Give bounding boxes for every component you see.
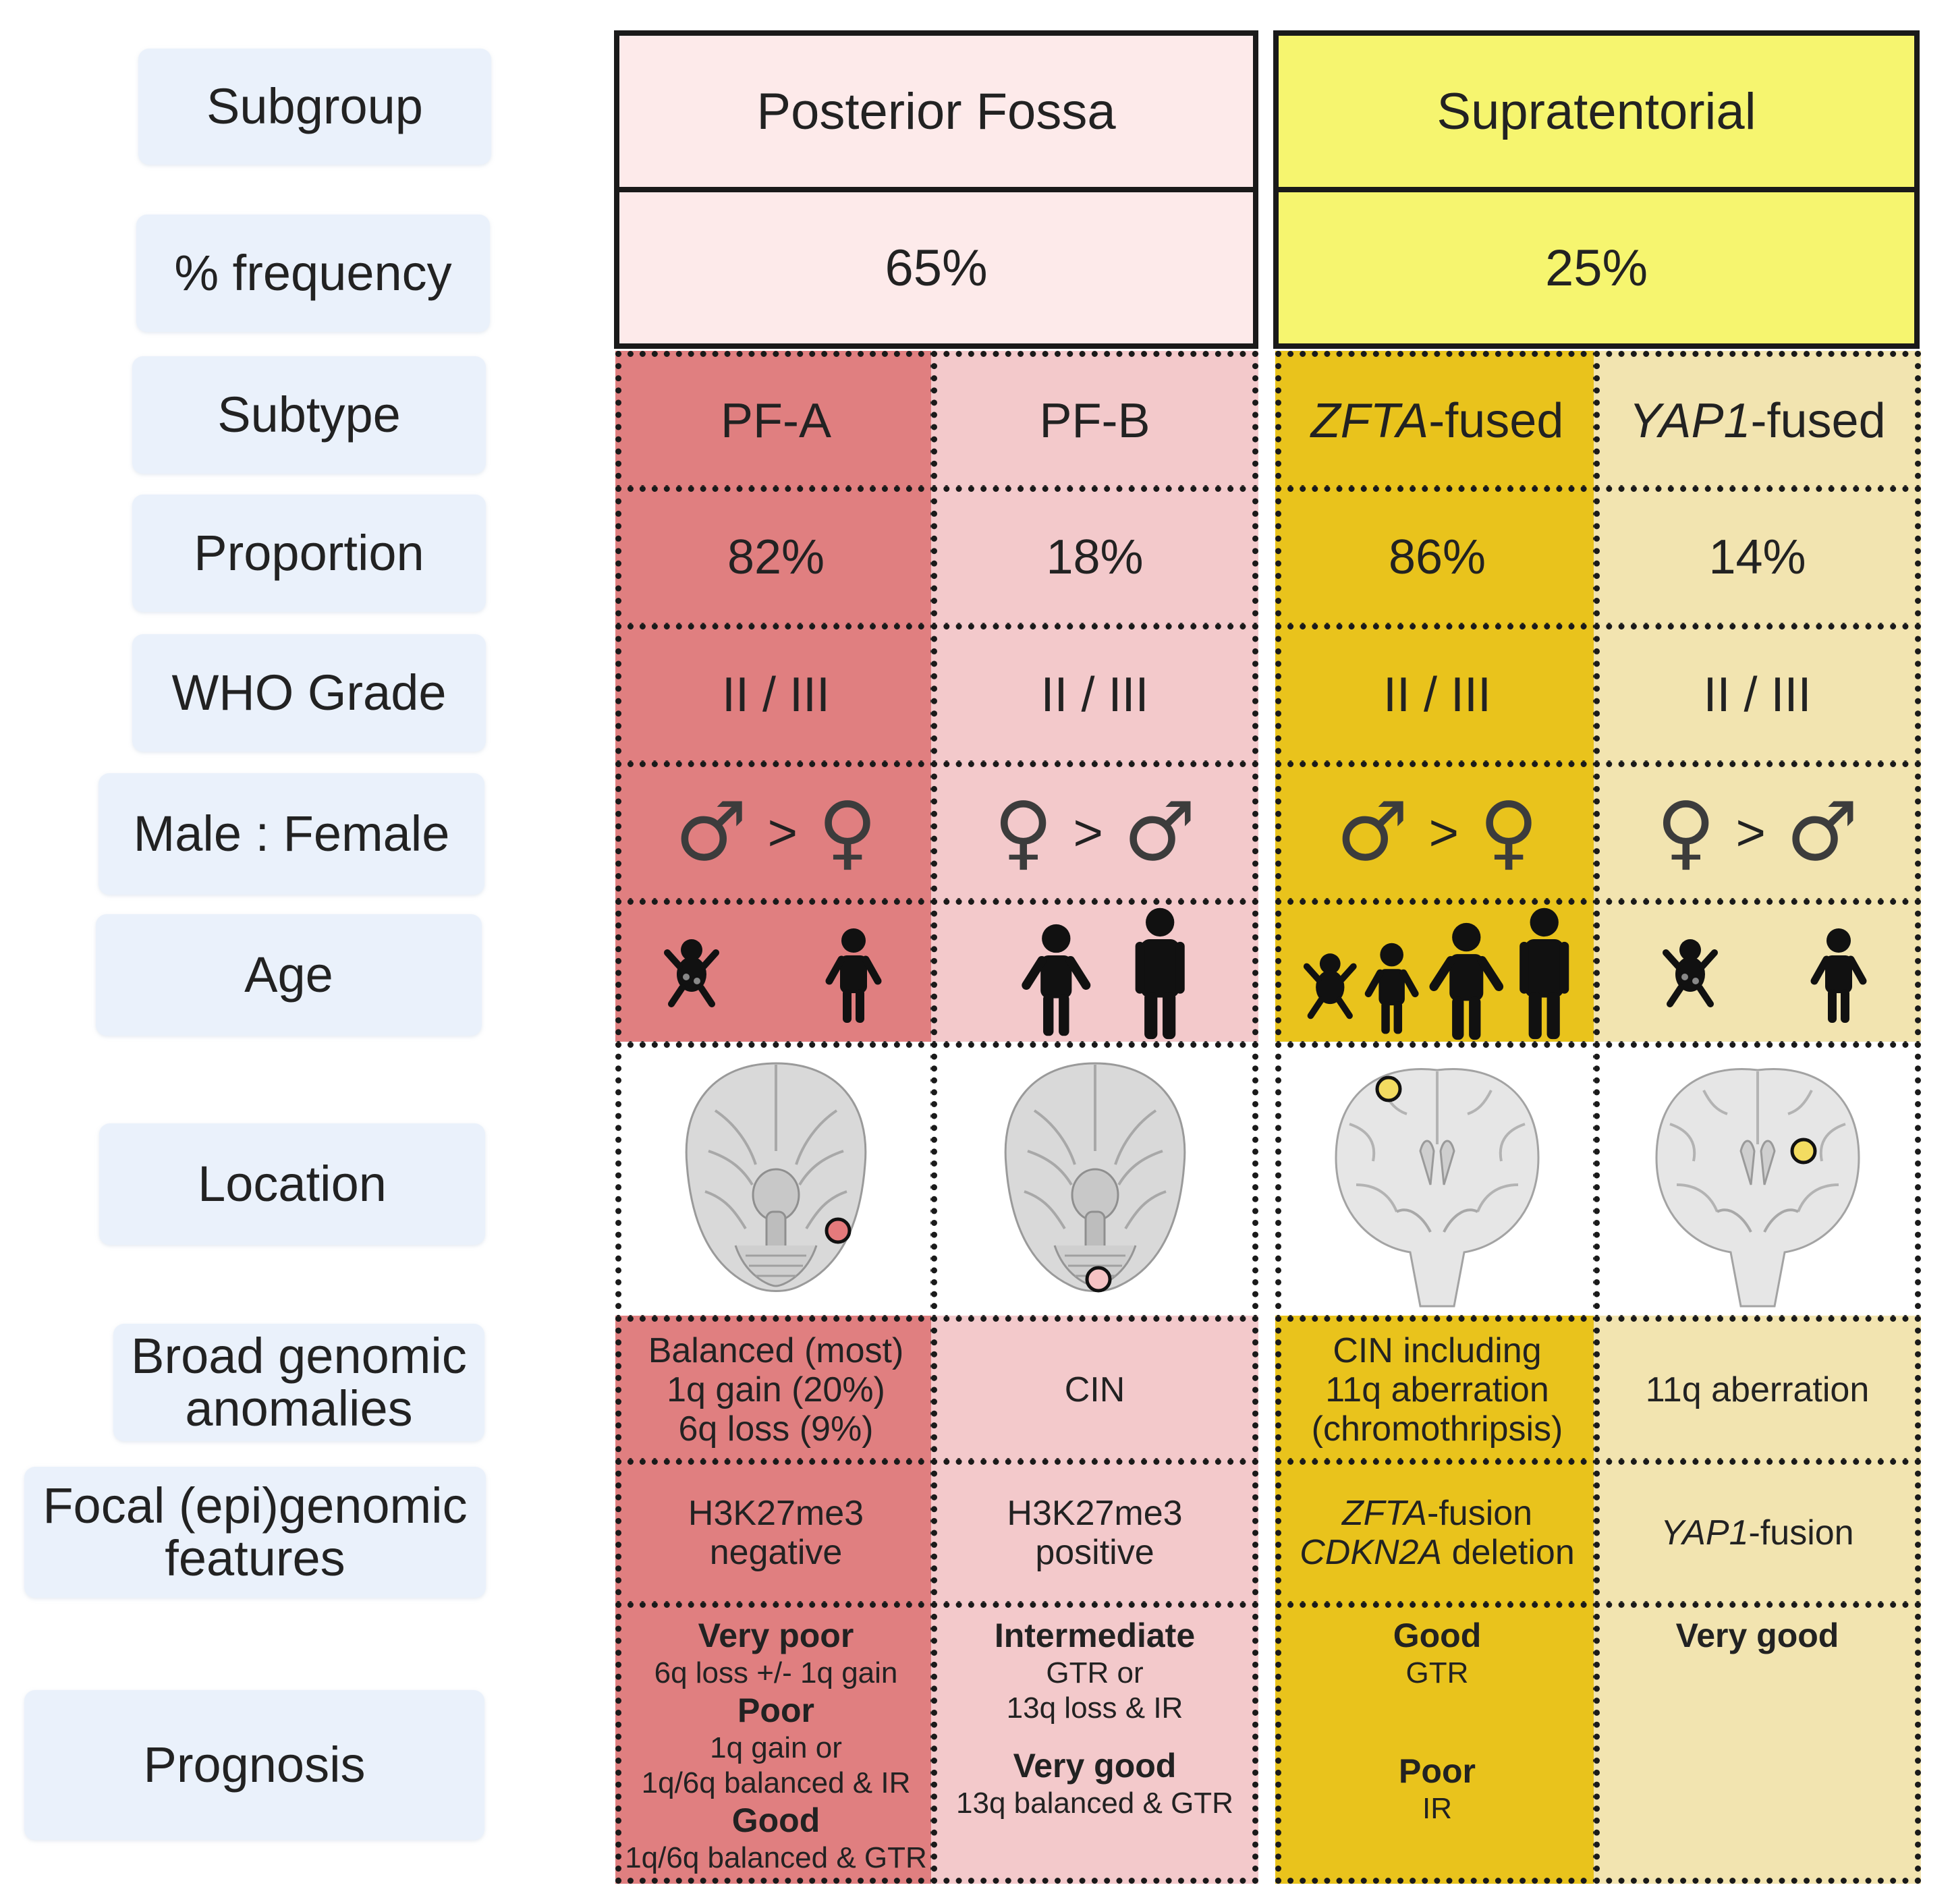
grade-zfta: II / III (1275, 623, 1599, 766)
infant-icon (664, 939, 719, 1007)
child-icon (1021, 924, 1090, 1036)
tumor-marker (1375, 1075, 1402, 1102)
brain-ventral-icon (1004, 1062, 1186, 1292)
female-symbol: ♀ (1656, 785, 1716, 879)
row-label-frequency: % frequency (136, 215, 490, 332)
row-label-who-grade: WHO Grade (132, 634, 486, 752)
location-yap1 (1594, 1042, 1921, 1321)
subtype-pfb: PF-B (931, 351, 1258, 491)
female-symbol: ♀ (993, 785, 1053, 879)
location-pfb (931, 1042, 1258, 1321)
age-zfta (1275, 899, 1599, 1047)
brain-coronal-icon (1654, 1068, 1860, 1308)
row-label-age: Age (96, 914, 482, 1036)
row-label-location: Location (99, 1123, 485, 1245)
infant-icon (1303, 953, 1357, 1019)
male-symbol: ♂ (1336, 785, 1409, 879)
adult-icon (1135, 907, 1185, 1040)
frequency-supratentorial: 25% (1273, 187, 1920, 349)
frequency-posterior-fossa: 65% (614, 187, 1258, 349)
female-symbol: ♀ (818, 785, 877, 879)
grade-pfb: II / III (931, 623, 1258, 766)
sex-ratio-pfa: ♂>♀ (615, 761, 937, 904)
row-label-subtype: Subtype (132, 356, 486, 474)
child-icon (1810, 928, 1866, 1023)
male-symbol: ♂ (1123, 785, 1196, 879)
subtype-pfa: PF-A (615, 351, 937, 491)
teen-icon (1429, 922, 1504, 1040)
adult-icon (1519, 907, 1569, 1040)
subtype-zfta: ZFTA-fused (1275, 351, 1599, 491)
focal-zfta: ZFTA-fusion CDKN2A deletion (1275, 1459, 1599, 1607)
infant-icon (1662, 939, 1718, 1007)
proportion-yap1: 14% (1594, 486, 1921, 629)
child-icon (825, 928, 882, 1023)
header-supratentorial: Supratentorial (1273, 30, 1920, 192)
prognosis-yap1: Very good (1594, 1602, 1921, 1884)
sex-ratio-pfb: ♀>♂ (931, 761, 1258, 904)
age-yap1 (1594, 899, 1921, 1047)
focal-yap1: YAP1-fusion (1594, 1459, 1921, 1607)
broad-yap1: 11q aberration (1594, 1316, 1921, 1464)
brain-ventral-icon (685, 1062, 867, 1292)
row-label-proportion: Proportion (132, 495, 486, 612)
row-label-subgroup: Subgroup (138, 49, 491, 165)
tumor-marker (1790, 1138, 1816, 1165)
prognosis-zfta: Good GTR Poor IR (1275, 1602, 1599, 1884)
tumor-marker (825, 1217, 852, 1244)
prognosis-pfb: Intermediate GTR or 13q loss & IR Very g… (931, 1602, 1258, 1884)
location-zfta (1275, 1042, 1599, 1321)
sex-ratio-zfta: ♂>♀ (1275, 761, 1599, 904)
female-symbol: ♀ (1479, 785, 1538, 879)
male-symbol: ♂ (675, 785, 748, 879)
proportion-pfa: 82% (615, 486, 937, 629)
row-label-male-female: Male : Female (99, 773, 484, 895)
broad-pfa: Balanced (most)1q gain (20%)6q loss (9%) (615, 1316, 937, 1464)
subtype-yap1: YAP1-fused (1594, 351, 1921, 491)
proportion-zfta: 86% (1275, 486, 1599, 629)
male-symbol: ♂ (1785, 785, 1859, 879)
header-posterior-fossa: Posterior Fossa (614, 30, 1258, 192)
child-icon (1364, 943, 1419, 1034)
tumor-marker (1085, 1266, 1111, 1293)
proportion-pfb: 18% (931, 486, 1258, 629)
grade-pfa: II / III (615, 623, 937, 766)
brain-coronal-icon (1335, 1068, 1540, 1308)
sex-ratio-yap1: ♀>♂ (1594, 761, 1921, 904)
prognosis-pfa: Very poor 6q loss +/- 1q gain Poor 1q ga… (615, 1602, 937, 1884)
age-pfb (931, 899, 1258, 1047)
age-pfa (615, 899, 937, 1047)
location-pfa (615, 1042, 937, 1321)
row-label-prognosis: Prognosis (24, 1690, 484, 1840)
broad-pfb: CIN (931, 1316, 1258, 1464)
grade-yap1: II / III (1594, 623, 1921, 766)
